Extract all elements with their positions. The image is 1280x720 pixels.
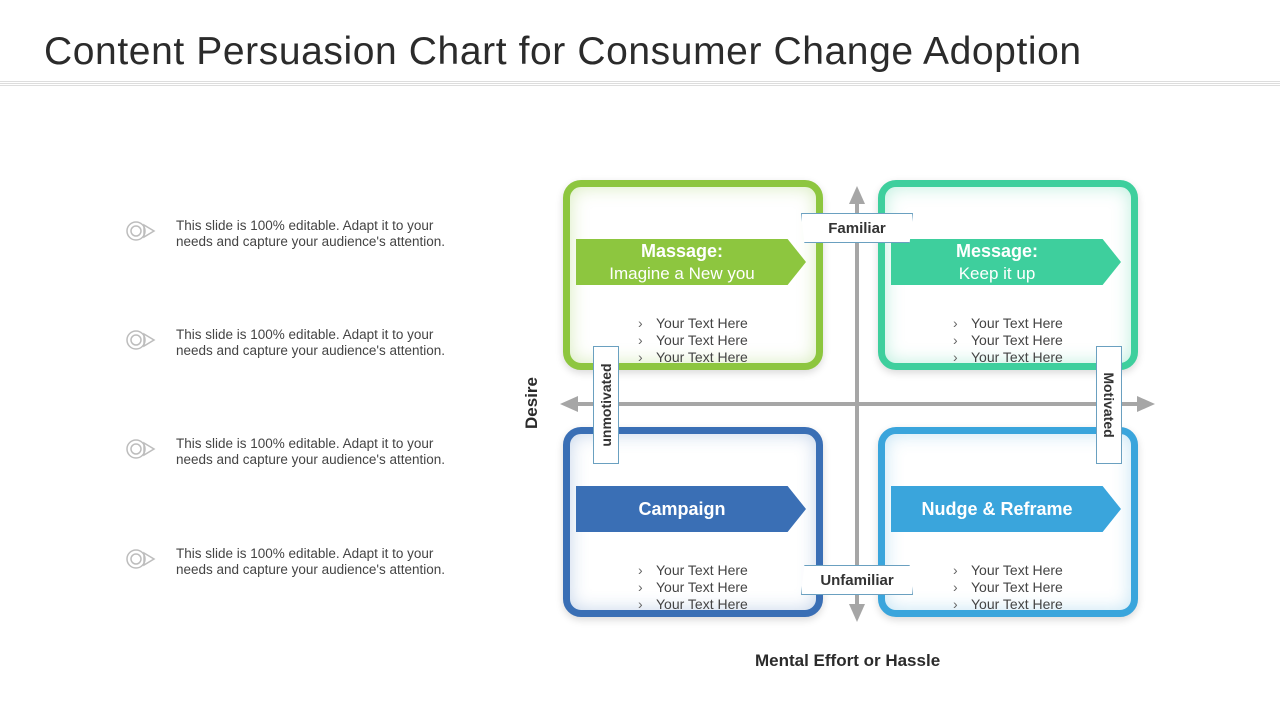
chevron-right-icon: › (638, 332, 643, 348)
item-text: Your Text Here (656, 579, 748, 595)
bullet-item: This slide is 100% editable. Adapt it to… (124, 218, 484, 258)
axis-tag-familiar: Familiar (801, 213, 913, 243)
y-axis-label: Desire (521, 377, 541, 429)
quadrant-subtitle: Keep it up (958, 264, 1036, 283)
axis-tag-unfamiliar: Unfamiliar (801, 565, 913, 595)
quadrant-top-right: Message: Keep it up › Your Text Here › You… (878, 180, 1138, 370)
bullet-line: This slide is 100% editable. Adapt it to… (176, 436, 434, 451)
item-text: Your Text Here (971, 315, 1063, 331)
quadrant-title: Message: (955, 241, 1039, 261)
item-text: Your Text Here (656, 315, 748, 331)
item-text: Your Text Here (656, 349, 748, 365)
chevron-right-icon: › (638, 596, 643, 612)
bullet-line: needs and capture your audience's attent… (176, 343, 446, 358)
chevron-right-icon: › (953, 579, 958, 595)
list-item: › Your Text Here (638, 596, 748, 613)
item-text: Your Text Here (971, 562, 1063, 578)
item-text: Your Text Here (971, 579, 1063, 595)
bullet-item: This slide is 100% editable. Adapt it to… (124, 546, 484, 586)
quadrant-bottom-right: Nudge & Reframe › Your Text Here › Your Te… (878, 427, 1138, 617)
up-arrow-icon (849, 186, 865, 204)
quadrant-subtitle: Imagine a New you (609, 264, 755, 283)
list-item: › Your Text Here (638, 579, 748, 596)
quadrant-items: › Your Text Here › Your Text Here › Your Te… (638, 562, 748, 613)
axis-tag-text: unmotivated (598, 363, 614, 447)
item-text: Your Text Here (656, 332, 748, 348)
list-item: › Your Text Here (953, 315, 1063, 332)
bullet-item: This slide is 100% editable. Adapt it to… (124, 327, 484, 367)
chevron-right-icon: › (953, 315, 958, 331)
target-arrow-icon (126, 549, 156, 569)
axis-tag-unmotivated: unmotivated (593, 346, 619, 464)
quadrant-bottom-left: Campaign › Your Text Here › Your Text Here… (563, 427, 823, 617)
list-item: › Your Text Here (953, 332, 1063, 349)
left-arrow-icon (560, 396, 578, 412)
quadrant-items: › Your Text Here › Your Text Here › Your Te… (638, 315, 748, 366)
bullet-line: needs and capture your audience's attent… (176, 234, 446, 249)
item-text: Your Text Here (971, 596, 1063, 612)
bullet-line: This slide is 100% editable. Adapt it to… (176, 327, 434, 342)
quadrant-items: › Your Text Here › Your Text Here › Your Te… (953, 562, 1063, 613)
chevron-right-icon: › (953, 562, 958, 578)
chevron-right-icon: › (638, 579, 643, 595)
list-item: › Your Text Here (638, 349, 748, 366)
quadrant-banner: Campaign (576, 486, 806, 532)
target-arrow-icon (126, 439, 156, 459)
chevron-right-icon: › (953, 596, 958, 612)
axis-tag-text: Motivated (1101, 372, 1117, 438)
quadrant-banner: Message: Keep it up (891, 239, 1121, 285)
bullet-line: needs and capture your audience's attent… (176, 452, 446, 467)
quadrant-banner: Nudge & Reframe (891, 486, 1121, 532)
list-item: › Your Text Here (638, 332, 748, 349)
item-text: Your Text Here (656, 596, 748, 612)
bullet-line: This slide is 100% editable. Adapt it to… (176, 546, 434, 561)
target-arrow-icon (126, 330, 156, 350)
target-arrow-icon (126, 221, 156, 241)
chevron-right-icon: › (638, 349, 643, 365)
down-arrow-icon (849, 604, 865, 622)
chevron-right-icon: › (953, 349, 958, 365)
bullet-text: This slide is 100% editable. Adapt it to… (176, 436, 476, 468)
bullet-item: This slide is 100% editable. Adapt it to… (124, 436, 484, 476)
quadrant-top-left: Massage: Imagine a New you › Your Text He… (563, 180, 823, 370)
quadrant-items: › Your Text Here › Your Text Here › Your Te… (953, 315, 1063, 366)
list-item: › Your Text Here (953, 562, 1063, 579)
axis-tag-motivated: Motivated (1096, 346, 1122, 464)
quadrant-title: Massage: (640, 241, 724, 261)
chevron-right-icon: › (638, 562, 643, 578)
bullet-text: This slide is 100% editable. Adapt it to… (176, 546, 476, 578)
quadrant-title: Campaign (638, 499, 726, 519)
bullet-line: This slide is 100% editable. Adapt it to… (176, 218, 434, 233)
quadrant-title: Nudge & Reframe (921, 499, 1073, 519)
bullet-text: This slide is 100% editable. Adapt it to… (176, 218, 476, 250)
item-text: Your Text Here (971, 349, 1063, 365)
list-item: › Your Text Here (638, 315, 748, 332)
right-arrow-icon (1137, 396, 1155, 412)
item-text: Your Text Here (656, 562, 748, 578)
title-divider (0, 80, 1280, 86)
item-text: Your Text Here (971, 332, 1063, 348)
bullet-text: This slide is 100% editable. Adapt it to… (176, 327, 476, 359)
list-item: › Your Text Here (953, 596, 1063, 613)
chevron-right-icon: › (638, 315, 643, 331)
list-item: › Your Text Here (953, 349, 1063, 366)
chevron-right-icon: › (953, 332, 958, 348)
list-item: › Your Text Here (953, 579, 1063, 596)
page-title: Content Persuasion Chart for Consumer Ch… (44, 30, 1082, 73)
bullet-line: needs and capture your audience's attent… (176, 562, 446, 577)
x-axis-label: Mental Effort or Hassle (755, 651, 941, 670)
quadrant-banner: Massage: Imagine a New you (576, 239, 806, 285)
list-item: › Your Text Here (638, 562, 748, 579)
